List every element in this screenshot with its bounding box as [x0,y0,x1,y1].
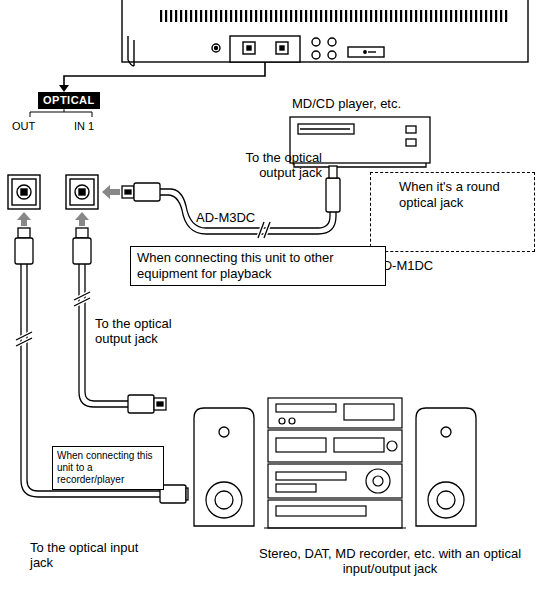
cable-name: AD-M1DC [374,258,454,273]
box-text: When connecting this unit to other equip… [137,250,379,282]
cable-name: AD-M3DC [196,210,276,225]
port-badge: OPTICAL [38,92,100,109]
device-label: MD/CD player, etc. [292,96,492,111]
note-box: When connecting this unit to other equip… [130,246,386,286]
box-text: When it's a round optical jack [399,179,530,211]
jack-note: To the optical input jack [30,540,150,570]
pointer-arrow [30,62,265,117]
port-label: IN 1 [74,120,114,133]
note-box: When it's a round optical jack [370,172,535,252]
unit-rear [122,0,528,66]
optical-jacks [8,175,98,209]
device-label: Stereo, DAT, MD recorder, etc. with an o… [245,546,535,576]
jack-note: To the optical output jack [95,316,195,346]
box-text: OPTICAL [43,94,95,107]
note-box: When connecting this unit to a recorder/… [52,446,164,490]
stereo-stack [264,398,406,528]
port-label: OUT [12,120,52,133]
jack-note: To the optical output jack [222,150,322,180]
insert-arrows [17,185,120,226]
box-text: When connecting this unit to a recorder/… [57,450,159,486]
